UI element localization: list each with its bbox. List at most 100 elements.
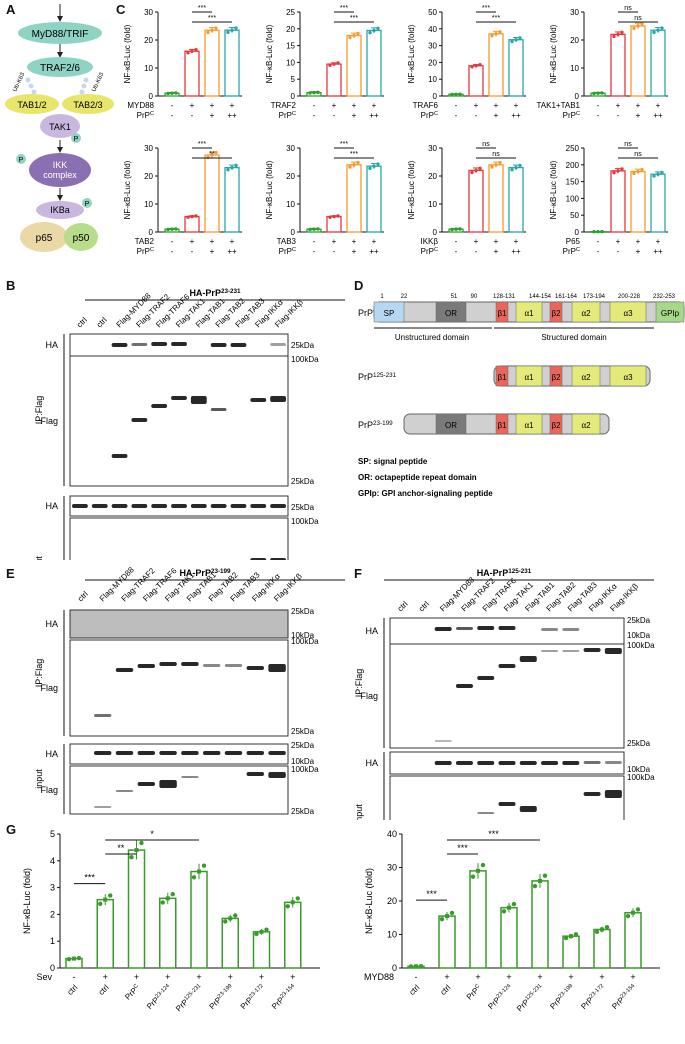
c-prp-sign: ++	[653, 247, 663, 256]
g-category-label: PrP23-124	[145, 983, 173, 1011]
c-ylabel-3: NF-κB-Luc (fold)	[407, 24, 416, 83]
c-prp-sign: -	[333, 111, 336, 120]
band	[91, 504, 108, 508]
c-ylabel-7: NF-κB-Luc (fold)	[407, 160, 416, 219]
c-point	[206, 30, 210, 35]
band	[115, 790, 134, 792]
mw-marker: 25kDa	[291, 607, 315, 616]
c-prp-sign: +	[636, 111, 641, 120]
c-point	[510, 39, 514, 44]
g-point	[98, 901, 103, 906]
band	[250, 504, 267, 508]
c-point	[174, 91, 178, 95]
g-point	[191, 875, 197, 880]
g-stim-sign: -	[73, 972, 76, 982]
prp-125-231-segment	[609, 365, 647, 387]
segment-label: α3	[623, 373, 633, 382]
c-bar	[204, 154, 220, 233]
c-point	[450, 92, 454, 97]
blot_b-row-label: HA	[45, 340, 58, 350]
g-stim-sign: +	[103, 972, 108, 982]
g-stim-sign: +	[506, 972, 511, 982]
c-prp-sign: +	[636, 247, 641, 256]
blot_b-title-base: HA-PrP	[189, 288, 221, 298]
c-point	[612, 171, 616, 175]
panel-g-charts: NF-κB-Luc (fold)012345-ctrl+ctrl+PrPC+Pr…	[22, 829, 660, 1013]
segment-label: β1	[497, 309, 507, 318]
segment-label: α2	[581, 421, 591, 430]
c-stim-sign: +	[190, 101, 195, 110]
g-bar	[531, 880, 549, 969]
c-prp-sign: -	[475, 111, 478, 120]
chart-g-right: NF-κB-Luc (fold)010203040-ctrl+ctrl+PrPC…	[364, 829, 660, 1013]
c-point	[478, 166, 482, 171]
c-point	[470, 170, 474, 175]
band	[477, 761, 495, 765]
g-bar	[96, 898, 114, 969]
prp-125-231-segment	[495, 365, 509, 387]
c-stim-sign: +	[332, 101, 337, 110]
c-bar	[468, 65, 484, 97]
traf-node	[27, 57, 93, 77]
c-sig-text: ns	[634, 15, 642, 22]
prp-23-199-segment	[571, 413, 601, 435]
mw-marker: 25kDa	[291, 741, 315, 750]
g-stim-sign: -	[415, 972, 418, 982]
c-point	[214, 26, 218, 30]
c-prp-label-sup: C	[292, 111, 296, 117]
c-stim-sign: +	[210, 237, 215, 246]
c-stim-sign: -	[597, 237, 600, 246]
c-point	[660, 26, 664, 30]
mw-marker: 25kDa	[291, 503, 315, 512]
c-stim-label: MYD88	[127, 101, 154, 110]
mw-marker: 25kDa	[627, 739, 651, 748]
c-stim-sign: +	[494, 237, 499, 246]
band	[498, 626, 516, 630]
segment-label: α2	[581, 309, 591, 318]
c-prp-label-base: PrP	[279, 111, 292, 120]
blot_e-blot-box	[69, 609, 289, 639]
blot_f-section-label: input	[354, 804, 364, 820]
c-stim-label: TAB3	[277, 237, 297, 246]
band	[246, 666, 265, 670]
c-point	[490, 34, 494, 38]
segment-label: β2	[551, 421, 561, 430]
c-bar	[508, 166, 524, 233]
band	[93, 806, 112, 808]
c-stim-sign: +	[514, 101, 519, 110]
c-stim-sign: -	[171, 237, 174, 246]
g-point	[511, 901, 517, 907]
lane-label: ctrl	[76, 589, 90, 603]
ub-label-right: Ub-K63	[91, 71, 105, 93]
g-ylabel: NF-κB-Luc (fold)	[364, 868, 374, 934]
c-prp-sign: -	[475, 247, 478, 256]
g-sig-text: ***	[457, 843, 468, 853]
c-point	[368, 30, 372, 35]
band	[498, 802, 516, 806]
c-ytick-label: 40	[428, 25, 437, 34]
unstructured-label: Unstructured domain	[395, 333, 469, 342]
c-ytick-label: 20	[144, 36, 153, 45]
c-bar	[630, 25, 646, 97]
c-prp-label-sup: C	[576, 247, 580, 253]
position-label: 144-154	[529, 294, 552, 300]
c-point	[348, 35, 352, 40]
blot_e-row-label: HA	[45, 619, 58, 629]
tab23-node	[62, 94, 114, 114]
band	[604, 761, 622, 764]
c-prp-sign: -	[191, 247, 194, 256]
position-label: 232-253	[653, 294, 676, 300]
blot_e-section-label: input	[34, 769, 44, 789]
band	[210, 343, 227, 347]
c-ytick-label: 150	[566, 178, 580, 187]
c-bar	[650, 29, 666, 97]
mw-marker: 10kDa	[291, 631, 315, 640]
c-stim-sign: +	[352, 101, 357, 110]
g-sig-text: **	[117, 843, 125, 853]
segment-label: α1	[524, 421, 534, 430]
c-bar	[346, 34, 362, 97]
g-ytick-label: 20	[387, 896, 397, 906]
c-prp-sign: -	[333, 247, 336, 256]
mw-marker: 100kDa	[291, 765, 319, 774]
blot_e-blot-box	[69, 639, 289, 737]
